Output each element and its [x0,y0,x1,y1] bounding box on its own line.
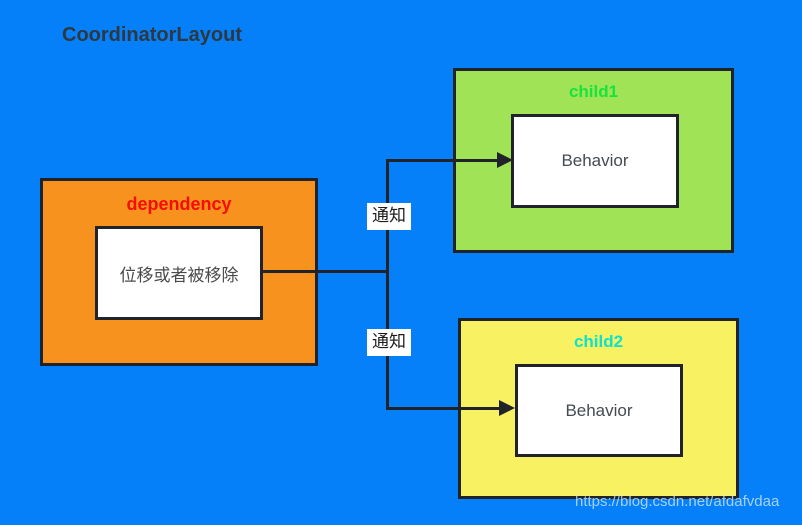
connector-to-child1 [386,159,498,162]
dependency-label: dependency [126,194,232,214]
arrowhead-child1-icon [497,152,513,168]
child2-behavior-text: Behavior [565,400,633,420]
connector-from-dependency [260,270,388,273]
dependency-behavior-box: 位移或者被移除 [95,226,263,320]
watermark: https://blog.csdn.net/afdafvdaa [575,493,780,510]
notify-label-child1: 通知 [367,203,411,230]
child1-behavior-box: Behavior [511,114,679,208]
arrowhead-child2-icon [499,400,515,416]
child2-behavior-box: Behavior [515,364,683,457]
connector-vertical [386,159,389,410]
connector-to-child2 [386,407,500,410]
dependency-behavior-text: 位移或者被移除 [119,265,239,285]
notify-label-child2: 通知 [367,329,411,356]
child2-label: child2 [573,332,624,351]
child1-label: child1 [568,82,619,101]
child1-behavior-text: Behavior [561,151,629,170]
diagram-title: CoordinatorLayout [62,24,242,46]
